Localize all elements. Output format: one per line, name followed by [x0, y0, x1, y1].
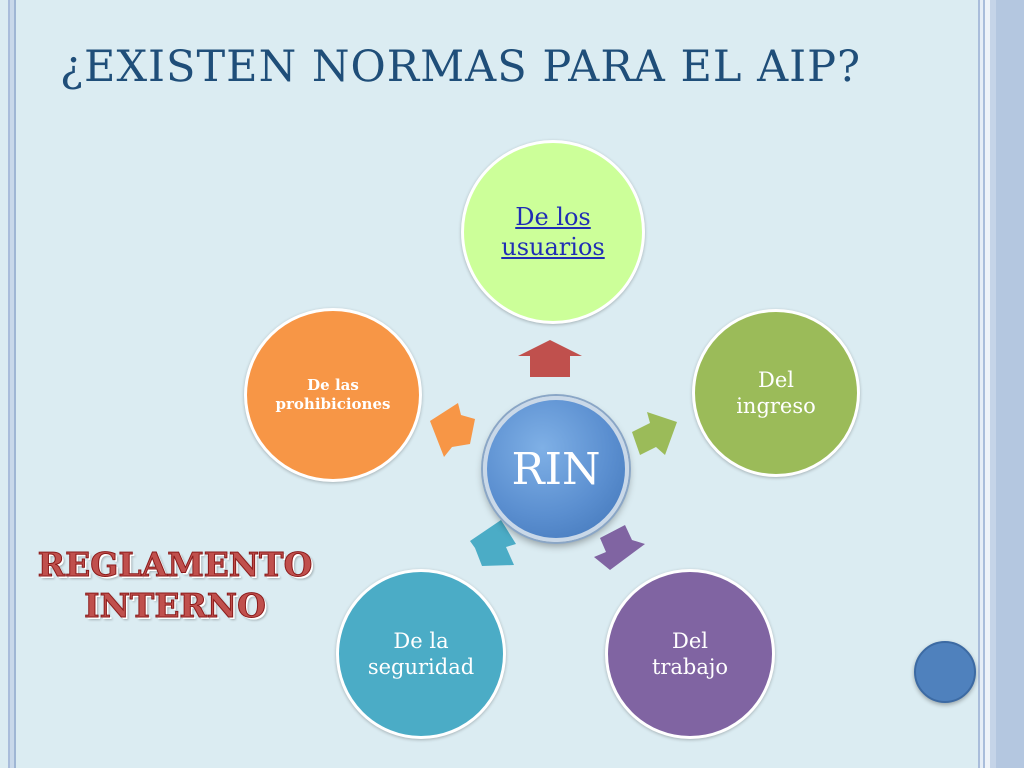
arrow-right-icon [632, 412, 677, 455]
node-label[interactable]: De los usuarios [501, 203, 605, 261]
nav-circle-button[interactable] [914, 641, 976, 703]
diagram-node-seguridad: De la seguridad [336, 569, 506, 739]
node-label: De la seguridad [367, 628, 475, 679]
arrow-down-right-icon [594, 525, 645, 570]
diagram-node-usuarios[interactable]: De los usuarios [461, 140, 645, 324]
slide-left-border [0, 0, 16, 768]
side-label-reglamento: REGLAMENTO INTERNO [37, 545, 313, 626]
diagram-node-trabajo: Del trabajo [605, 569, 775, 739]
arrow-down-left-icon [470, 520, 516, 566]
node-label: Del trabajo [651, 628, 729, 679]
arrow-up-icon [518, 340, 582, 377]
diagram-center-node: RIN [483, 396, 629, 542]
node-label: Del ingreso [736, 367, 816, 418]
diagram-node-prohibiciones: De las prohibiciones [244, 308, 422, 482]
arrow-left-icon [430, 403, 475, 457]
diagram-node-ingreso: Del ingreso [692, 309, 860, 477]
slide-right-border [978, 0, 1024, 768]
node-label: De las prohibiciones [275, 376, 391, 413]
slide-title: ¿EXISTEN NORMAS PARA EL AIP? [60, 42, 862, 92]
